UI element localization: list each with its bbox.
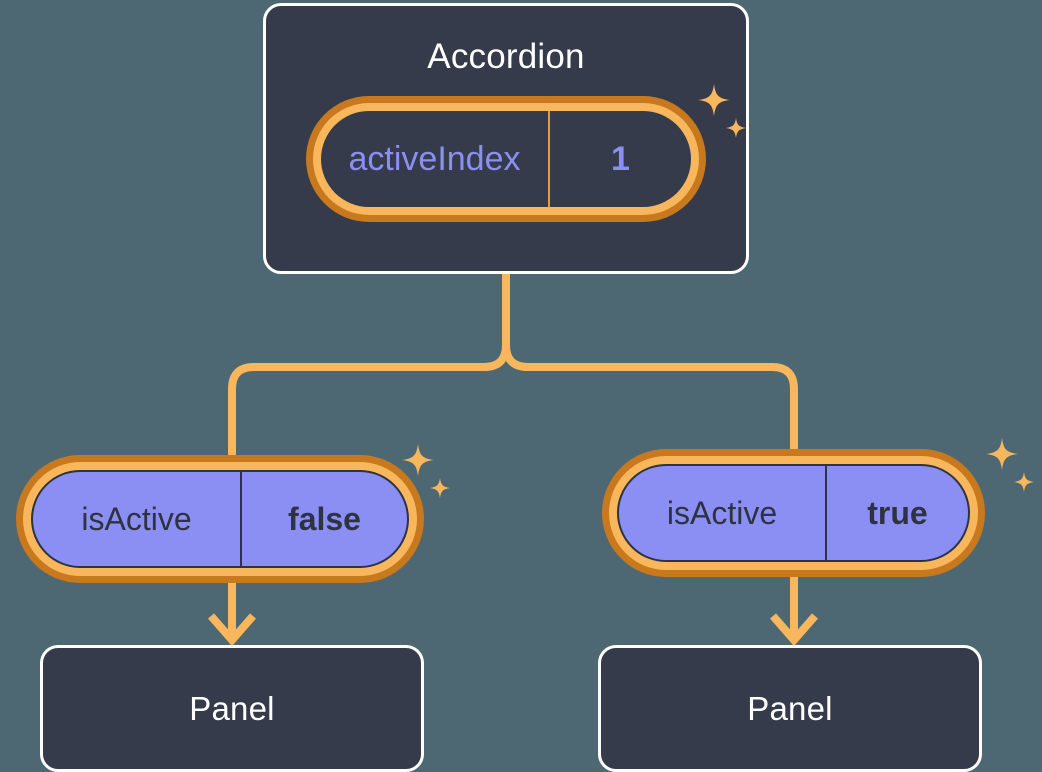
- state-key-label: isActive: [666, 495, 778, 531]
- panel-component-right[interactable]: Panel: [598, 645, 982, 772]
- accordion-title: Accordion: [427, 37, 585, 76]
- connector-root-to-left: [228, 270, 510, 459]
- state-pill-ring: activeIndex 1: [313, 103, 699, 215]
- state-pill-active-index[interactable]: activeIndex 1: [306, 96, 706, 222]
- connector-root-to-right: [502, 270, 798, 453]
- state-key-label: isActive: [81, 501, 192, 537]
- state-pill-body: isActive true: [617, 464, 970, 562]
- state-value-label: false: [240, 472, 407, 566]
- state-key-label: activeIndex: [321, 111, 550, 207]
- state-value-label: 1: [611, 140, 630, 178]
- sparkle-icon: [986, 438, 1034, 492]
- state-pill-is-active-false[interactable]: isActive false: [16, 455, 424, 583]
- state-value-label: true: [825, 466, 968, 560]
- state-pill-body: isActive false: [31, 470, 409, 568]
- state-pill-body: activeIndex 1: [321, 111, 691, 207]
- panel-title: Panel: [189, 690, 275, 727]
- panel-component-left[interactable]: Panel: [40, 645, 424, 772]
- arrow-down-icon-left: [207, 613, 257, 647]
- panel-title: Panel: [747, 690, 833, 727]
- arrow-down-icon-right: [769, 613, 819, 647]
- state-pill-ring: isActive true: [609, 456, 978, 570]
- state-pill-is-active-true[interactable]: isActive true: [602, 449, 985, 577]
- state-pill-ring: isActive false: [23, 462, 417, 576]
